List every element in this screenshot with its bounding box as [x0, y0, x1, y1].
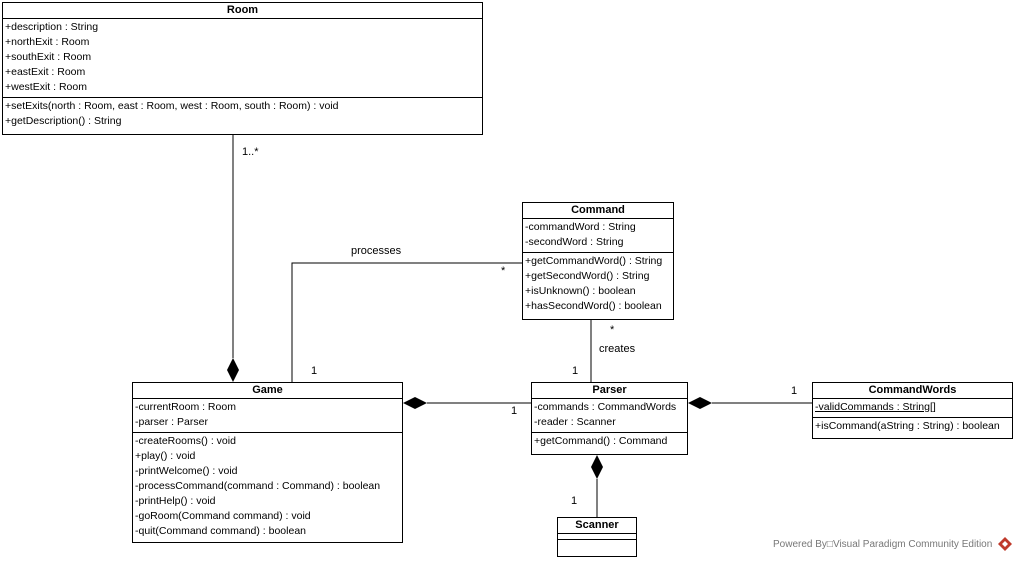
- parser-multiplicity-game: 1: [511, 405, 518, 417]
- class-room-name: Room: [3, 3, 482, 19]
- class-room[interactable]: Room +description : String +northExit : …: [2, 2, 483, 135]
- watermark-text: Powered By□Visual Paradigm Community Edi…: [773, 539, 993, 550]
- command-multiplicity-creates: *: [610, 324, 615, 336]
- class-game-operation: -processCommand(command : Command) : boo…: [135, 480, 381, 492]
- class-scanner-attributes: [558, 534, 636, 540]
- class-room-attribute: +eastExit : Room: [5, 66, 86, 78]
- class-commandwords[interactable]: CommandWords -validCommands : String[] +…: [812, 382, 1013, 439]
- class-parser-attribute: -reader : Scanner: [534, 416, 616, 428]
- class-game-operation: -goRoom(Command command) : void: [135, 510, 311, 522]
- class-game-operation: -printWelcome() : void: [135, 465, 238, 477]
- class-command-operations: +getCommandWord() : String +getSecondWor…: [523, 253, 673, 316]
- class-parser-name: Parser: [532, 383, 687, 399]
- room-multiplicity: 1..*: [242, 146, 259, 158]
- class-room-operations: +setExits(north : Room, east : Room, wes…: [3, 98, 482, 131]
- creates-label: creates: [599, 343, 636, 355]
- class-game-operation: -quit(Command command) : boolean: [135, 525, 306, 537]
- class-game-name: Game: [133, 383, 402, 399]
- class-game-operations: -createRooms() : void +play() : void -pr…: [133, 433, 402, 541]
- class-command-operation: +getSecondWord() : String: [525, 270, 650, 282]
- class-parser-attributes: -commands : CommandWords -reader : Scann…: [532, 399, 687, 433]
- class-parser-operations: +getCommand() : Command: [532, 433, 687, 451]
- commandwords-multiplicity: 1: [791, 385, 798, 397]
- class-command-attributes: -commandWord : String -secondWord : Stri…: [523, 219, 673, 253]
- class-command-name: Command: [523, 203, 673, 219]
- game-multiplicity-processes: 1: [311, 365, 318, 377]
- room-game-composition-diamond: [227, 358, 239, 382]
- class-command-attribute: -secondWord : String: [525, 236, 624, 248]
- class-commandwords-name: CommandWords: [813, 383, 1012, 399]
- class-parser[interactable]: Parser -commands : CommandWords -reader …: [531, 382, 688, 455]
- parser-commandwords-composition-diamond: [688, 397, 712, 409]
- class-room-attribute: +southExit : Room: [5, 51, 92, 63]
- class-scanner-name: Scanner: [558, 518, 636, 534]
- game-command-processes-line: [291, 262, 522, 382]
- class-game-operation: -printHelp() : void: [135, 495, 216, 507]
- class-room-attribute: +northExit : Room: [5, 36, 90, 48]
- class-parser-operation: +getCommand() : Command: [534, 435, 668, 447]
- class-commandwords-attributes: -validCommands : String[]: [813, 399, 1012, 418]
- game-parser-composition-diamond: [403, 397, 427, 409]
- class-room-operation: +setExits(north : Room, east : Room, wes…: [5, 100, 339, 112]
- class-commandwords-operation: +isCommand(aString : String) : boolean: [815, 420, 1000, 432]
- class-command-operation: +getCommandWord() : String: [525, 255, 663, 267]
- parser-multiplicity-creates: 1: [572, 365, 579, 377]
- class-command-operation: +isUnknown() : boolean: [525, 285, 636, 297]
- class-game-operation: +play() : void: [135, 450, 196, 462]
- class-command-attribute: -commandWord : String: [525, 221, 636, 233]
- class-command-operation: +hasSecondWord() : boolean: [525, 300, 662, 312]
- visual-paradigm-logo-icon: [998, 537, 1012, 551]
- processes-label: processes: [351, 245, 402, 257]
- class-game-attributes: -currentRoom : Room -parser : Parser: [133, 399, 402, 433]
- class-game-operation: -createRooms() : void: [135, 435, 236, 447]
- scanner-multiplicity: 1: [571, 495, 578, 507]
- class-room-attributes: +description : String +northExit : Room …: [3, 19, 482, 98]
- class-game-attribute: -currentRoom : Room: [135, 401, 236, 413]
- class-room-attribute: +description : String: [5, 21, 99, 33]
- parser-scanner-composition-diamond: [591, 455, 603, 479]
- class-room-attribute: +westExit : Room: [5, 81, 87, 93]
- command-multiplicity-processes: *: [501, 265, 506, 277]
- class-parser-attribute: -commands : CommandWords: [534, 401, 677, 413]
- class-game-attribute: -parser : Parser: [135, 416, 208, 428]
- class-commandwords-operations: +isCommand(aString : String) : boolean: [813, 418, 1012, 436]
- class-game[interactable]: Game -currentRoom : Room -parser : Parse…: [132, 382, 403, 543]
- class-command[interactable]: Command -commandWord : String -secondWor…: [522, 202, 674, 320]
- class-room-operation: +getDescription() : String: [5, 115, 122, 127]
- class-scanner[interactable]: Scanner: [557, 517, 637, 557]
- class-commandwords-attribute: -validCommands : String[]: [815, 401, 936, 413]
